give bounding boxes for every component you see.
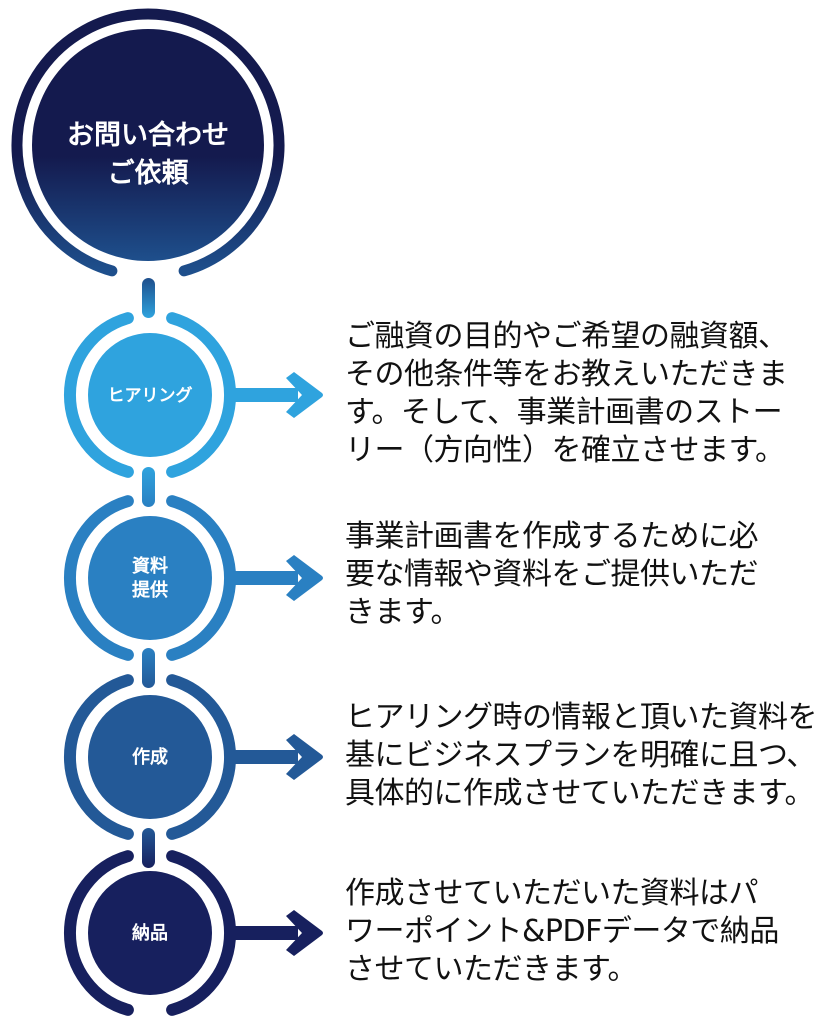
step-1-label: ヒアリング [108,385,193,406]
step-4-ring-left [63,850,134,1016]
step-3-inner-circle [88,695,212,819]
description-line: ワーポイント&PDFデータで納品 [345,914,779,949]
description-line: ヒアリング時の情報と頂いた資料を [345,700,818,735]
connector-step3-step4 [142,828,155,868]
step-2-description: 事業計画書を作成するために必 要な情報や資料をご提供いただ きます。 [345,518,815,632]
step-2-inner-circle [88,516,212,640]
arrow-right-icon [228,910,323,956]
step-3-ring-left [63,674,134,840]
description-line: その他条件等をお教えいただきま [345,357,788,392]
description-line: 事業計画書を作成するために必 [345,519,759,554]
step-4-description: 作成させていただいた資料はパ ワーポイント&PDFデータで納品 させていただきま… [345,875,815,989]
start-node: お問い合わせ ご依頼 [11,8,285,277]
step-4-node: 納品 [63,850,323,1016]
start-inner-circle [32,29,264,261]
connector-start-step1 [142,278,155,318]
arrow-right-icon [228,372,323,418]
description-line: 作成させていただいた資料はパ [345,876,759,911]
step-1-description: ご融資の目的やご希望の融資額、 その他条件等をお教えいただきま す。そして、事業… [345,318,815,470]
description-line: リー（方向性）を確立させます。 [345,433,785,468]
step-4-inner-circle [88,871,212,995]
step-4-label: 納品 [132,922,168,944]
connector-step2-step3 [142,648,155,688]
arrow-right-icon [228,734,323,780]
description-line: 要な情報や資料をご提供いただ [345,557,759,592]
step-3-arrow-shaft [228,750,298,764]
connector-step1-step2 [142,467,155,507]
description-line: 基にビジネスプランを明確に且つ、 [345,738,816,773]
description-line: きます。 [345,595,461,630]
step-2-ring-left [63,495,134,661]
description-line: ご融資の目的やご希望の融資額、 [345,319,788,354]
step-1-ring-left [63,312,134,478]
step-1-node: ヒアリング [63,312,323,478]
step-1-inner-circle [88,333,212,457]
step-4-arrow-shaft [228,926,298,940]
start-outer-ring [11,8,285,277]
step-3-description: ヒアリング時の情報と頂いた資料を 基にビジネスプランを明確に且つ、 具体的に作成… [345,699,818,813]
step-1-arrow-head [286,372,323,418]
step-3-node: 作成 [63,674,323,840]
arrow-right-icon [228,555,323,601]
step-3-label: 作成 [132,746,168,768]
description-line: す。そして、事業計画書のストー [345,395,783,430]
description-line: 具体的に作成させていただきます。 [345,776,815,811]
start-label-line-1: お問い合わせ [67,119,229,151]
step-1-arrow-shaft [228,388,298,402]
start-label-line-2: ご依頼 [108,157,190,189]
step-2-arrow-shaft [228,571,298,585]
description-line: させていただきます。 [345,952,638,987]
step-2-label: 資料 [132,555,168,577]
step-3-arrow-head [286,734,323,780]
step-4-arrow-head [286,910,323,956]
step-2-arrow-head [286,555,323,601]
step-2-label: 提供 [132,579,168,601]
